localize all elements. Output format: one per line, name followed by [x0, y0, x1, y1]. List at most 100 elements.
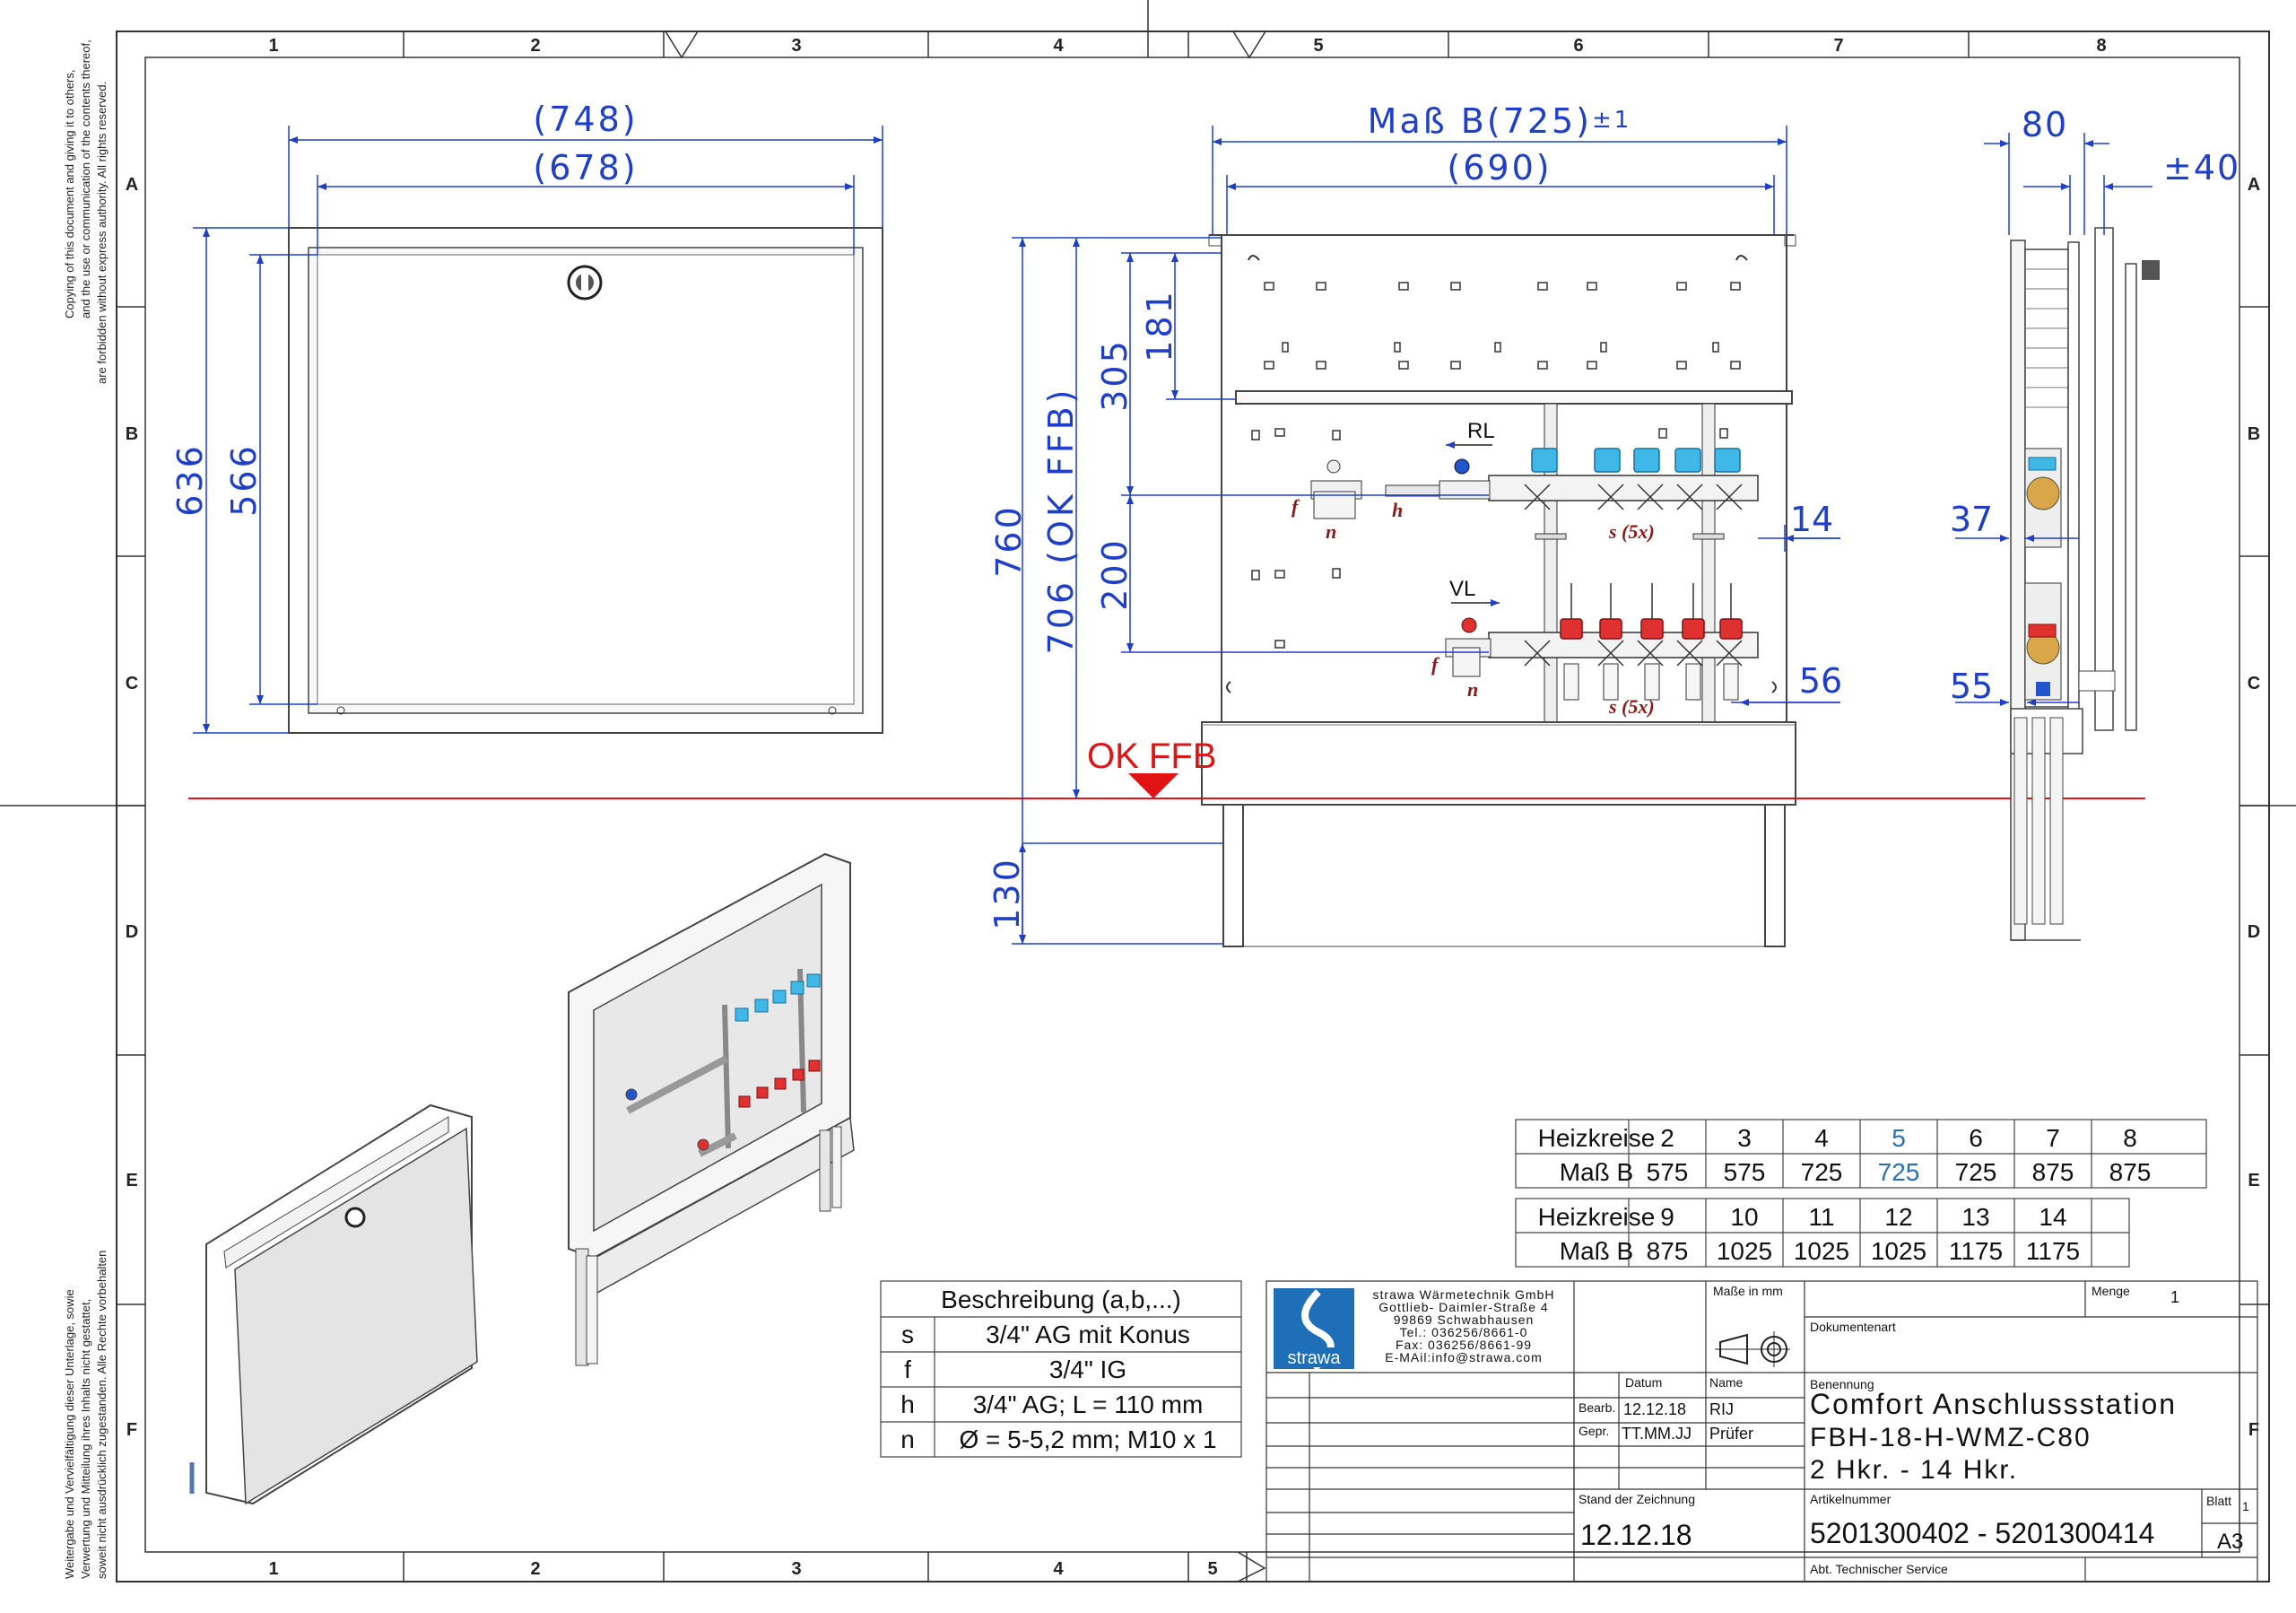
heizkreise-cell: 2	[1660, 1124, 1674, 1152]
dim-14: 14	[1790, 500, 1833, 539]
iso-rl-handle-icon	[625, 1088, 638, 1101]
mass-b-cell: 1175	[2026, 1237, 2080, 1265]
heizkreise-cell: 9	[1660, 1203, 1674, 1231]
heizkreise-cell: 3	[1737, 1124, 1752, 1152]
heizkreise-cell: 11	[1808, 1203, 1834, 1231]
dim-80: 80	[2022, 105, 2068, 144]
row-letter-right: D	[2248, 922, 2260, 942]
copyright-line: and the use or communication of the cont…	[79, 39, 92, 318]
heizkreise-cell: 10	[1730, 1203, 1758, 1231]
label-s5x: s (5x)	[1608, 520, 1655, 543]
company-line: Fax: 036256/8661-99	[1396, 1338, 1532, 1352]
gepr-date: TT.MM.JJ	[1622, 1425, 1692, 1443]
isometric-open-view	[568, 852, 855, 1366]
row-letter: E	[126, 1171, 137, 1190]
mass-b-cell: 875	[2109, 1158, 2152, 1186]
masse-in-mm: Maße in mm	[1713, 1284, 1783, 1298]
blatt-value: 1	[2242, 1499, 2249, 1513]
label-rl: RL	[1467, 419, 1495, 443]
row-letter: B	[126, 424, 138, 444]
heizkreise-cell: 4	[1814, 1124, 1829, 1152]
iso-vl-handle-icon	[697, 1138, 709, 1151]
title-line-3: 2 Hkr. - 14 Hkr.	[1810, 1455, 2018, 1485]
description-text: 3/4" AG; L = 110 mm	[973, 1391, 1204, 1418]
copyright-line: are forbidden without express authority.…	[95, 82, 109, 384]
benennung-label: Benennung	[1810, 1377, 1874, 1391]
description-text: 3/4" AG mit Konus	[986, 1321, 1190, 1348]
heizkreise-cell: 6	[1969, 1124, 1983, 1152]
description-table	[880, 1280, 1242, 1458]
col-number: 1	[268, 36, 278, 56]
iso-return-caps-cyan	[735, 973, 821, 1022]
front-view-closed-dimensions	[193, 126, 883, 734]
mass-b-cell: 575	[1647, 1158, 1689, 1186]
row-letter: F	[126, 1420, 137, 1440]
row-letter-right: A	[2248, 175, 2260, 195]
front-view-open-dimensions	[1012, 126, 1840, 945]
dim-56: 56	[1799, 661, 1842, 701]
heizkreise-cell: 13	[1961, 1203, 1989, 1231]
bearb-label: Bearb.	[1578, 1400, 1615, 1415]
vl-valve-handle-icon	[1461, 617, 1477, 633]
company-line: 99869 Schwabhausen	[1394, 1312, 1535, 1327]
note-line: soweit nicht ausdrücklich zugestanden. A…	[95, 1251, 109, 1579]
col-number-bottom: 5	[1207, 1559, 1217, 1579]
title-block	[1265, 1280, 2258, 1582]
heizkreise-cell: 12	[1884, 1203, 1912, 1231]
table1-header-mass-b: Maß B	[1560, 1158, 1633, 1186]
description-key: n	[900, 1426, 915, 1453]
dim-55: 55	[1950, 667, 1993, 706]
datum-label: Datum	[1625, 1375, 1662, 1390]
menge-value: 1	[2170, 1288, 2179, 1306]
row-letter: C	[126, 674, 138, 693]
table2-header-heizkreise: Heizkreise	[1538, 1203, 1656, 1231]
gepr-label: Gepr.	[1578, 1424, 1609, 1438]
copyright-line: Copying of this document and giving it t…	[63, 70, 76, 319]
description-text: 3/4" IG	[1049, 1356, 1126, 1383]
description-key: s	[901, 1321, 914, 1348]
bearb-date: 12.12.18	[1623, 1400, 1686, 1418]
row-letter: A	[126, 175, 138, 195]
heizkreise-cell: 14	[2039, 1203, 2066, 1231]
description-header: Beschreibung (a,b,...)	[941, 1286, 1181, 1313]
blatt-label: Blatt	[2206, 1494, 2231, 1508]
side-view-dimensions	[1955, 133, 2152, 706]
col-number-bottom: 2	[530, 1559, 540, 1579]
row-letter-right: F	[2248, 1420, 2259, 1440]
company-line: strawa Wärmetechnik GmbH	[1373, 1287, 1555, 1302]
col-number: 3	[791, 36, 801, 56]
col-number-bottom: 1	[268, 1559, 278, 1579]
rl-valve-handle-icon	[1454, 458, 1470, 475]
col-number-bottom: 3	[791, 1559, 801, 1579]
logo-text: strawa	[1288, 1348, 1342, 1368]
row-letter: D	[126, 922, 138, 942]
label-f: f	[1292, 495, 1300, 518]
note-line: Verwertung und Mitteilung ihres Inhalts …	[79, 1299, 92, 1579]
dim-mass-b: Maß B(725)	[1368, 101, 1592, 141]
return-valve-caps-cyan	[1531, 448, 1741, 473]
front-view-closed	[288, 227, 883, 734]
company-line: E-MAil:info@strawa.com	[1385, 1350, 1542, 1365]
title-line-2: FBH-18-H-WMZ-C80	[1810, 1423, 2092, 1452]
name-label: Name	[1709, 1375, 1744, 1390]
menge-label: Menge	[2092, 1284, 2130, 1298]
dim-706-ok-ffb: 706 (OK FFB)	[1041, 387, 1081, 655]
label-h: h	[1392, 499, 1403, 521]
col-number: 7	[1833, 36, 1843, 56]
side-handle-icon	[2142, 260, 2160, 280]
label-n: n	[1467, 678, 1478, 701]
front-view-open	[1201, 234, 1796, 947]
artikel-value: 5201300402 - 5201300414	[1810, 1517, 2154, 1549]
mass-b-cell: 1025	[1871, 1237, 1926, 1265]
isometric-door-view	[189, 1103, 478, 1505]
copyright-note: Copying of this document and giving it t…	[63, 39, 109, 384]
label-s5x: s (5x)	[1608, 695, 1655, 718]
iso-flow-caps-red	[738, 1059, 821, 1108]
mass-b-cell: 575	[1724, 1158, 1766, 1186]
dim-200: 200	[1095, 537, 1135, 611]
col-number: 6	[1573, 36, 1583, 56]
row-letter-right: C	[2248, 674, 2260, 693]
title-line-1: Comfort Anschlussstation	[1810, 1388, 2177, 1420]
dim-inner-width: (678)	[533, 148, 638, 187]
